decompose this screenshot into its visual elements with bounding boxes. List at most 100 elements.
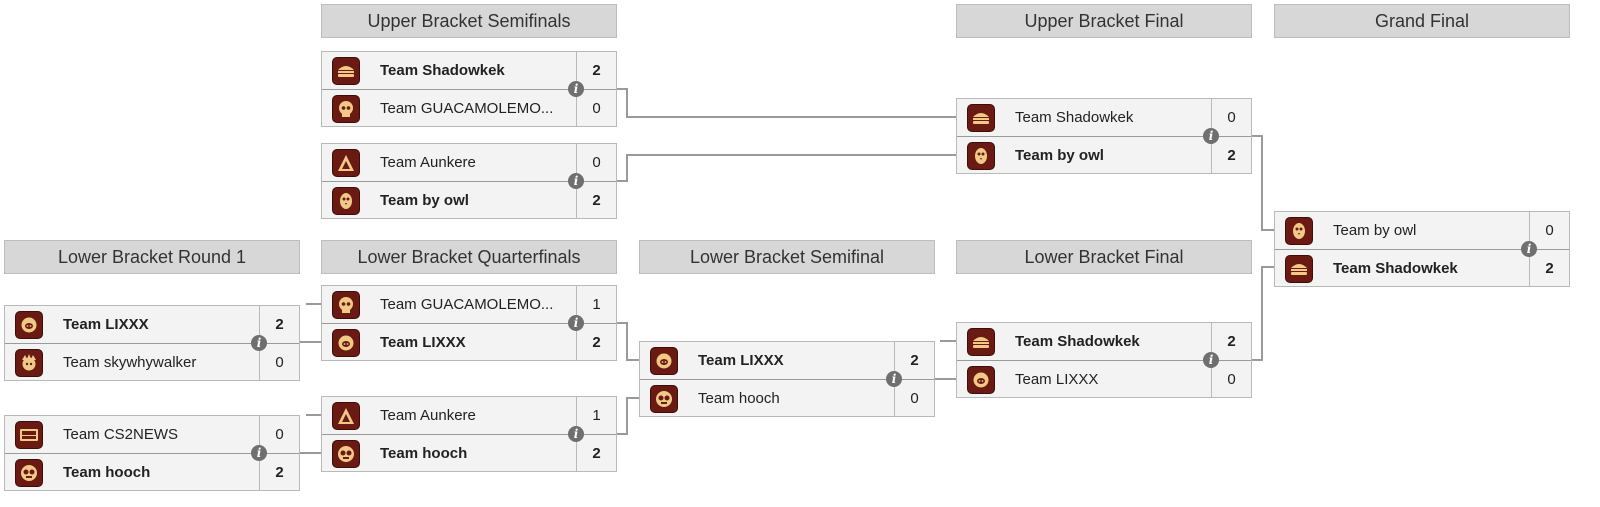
team-name: Team Shadowkek — [380, 62, 505, 79]
match-lb-quarterfinal-1[interactable]: Team GUACAMOLEMO... 1 Team LIXXX 2 i — [321, 285, 617, 361]
owl-logo-icon — [332, 186, 360, 215]
team-name: Team by owl — [1015, 147, 1104, 164]
team-name: Team hooch — [380, 445, 468, 462]
team-score: 2 — [259, 306, 299, 343]
match-lb-quarterfinal-2[interactable]: Team Aunkere 1 Team hooch 2 i — [321, 396, 617, 472]
row-divider — [5, 453, 299, 454]
triangle-logo-icon — [332, 401, 360, 430]
match-lb-round1-b[interactable]: Team CS2NEWS 0 Team hooch 2 i — [4, 415, 300, 491]
info-icon[interactable]: i — [251, 335, 267, 351]
team-row-top[interactable]: Team Aunkere 0 — [322, 144, 616, 181]
team-row-bottom[interactable]: Team LIXXX 0 — [957, 361, 1251, 398]
info-icon[interactable]: i — [886, 371, 902, 387]
team-row-top[interactable]: Team CS2NEWS 0 — [5, 416, 299, 453]
team-row-bottom[interactable]: Team by owl 2 — [322, 182, 616, 219]
match-lb-round1-a[interactable]: Team LIXXX 2 Team skywhywalker 0 i — [4, 305, 300, 381]
team-score: 0 — [259, 344, 299, 381]
team-row-bottom[interactable]: Team by owl 2 — [957, 137, 1251, 174]
team-row-bottom[interactable]: Team hooch 0 — [640, 380, 934, 417]
team-score: 2 — [576, 324, 616, 361]
team-row-top[interactable]: Team Shadowkek 2 — [957, 323, 1251, 360]
info-icon[interactable]: i — [1521, 241, 1537, 257]
pig-logo-icon — [15, 310, 43, 339]
team-row-bottom[interactable]: Team GUACAMOLEMO... 0 — [322, 90, 616, 127]
team-name: Team by owl — [380, 192, 469, 209]
round-header-lb-final: Lower Bracket Final — [956, 240, 1252, 274]
team-row-top[interactable]: Team Shadowkek 2 — [322, 52, 616, 89]
triangle-logo-icon — [332, 148, 360, 177]
team-row-top[interactable]: Team by owl 0 — [1275, 212, 1569, 249]
team-score: 0 — [1529, 212, 1569, 249]
round-header-lb-round1: Lower Bracket Round 1 — [4, 240, 300, 274]
row-divider — [322, 323, 616, 324]
connector-lbqf1-lbsf — [617, 322, 639, 361]
burger-logo-icon — [967, 327, 995, 356]
team-score: 1 — [576, 397, 616, 434]
team-name: Team hooch — [698, 390, 780, 407]
row-divider — [322, 89, 616, 90]
info-icon[interactable]: i — [568, 426, 584, 442]
match-lb-final[interactable]: Team Shadowkek 2 Team LIXXX 0 i — [956, 322, 1252, 398]
row-divider — [957, 136, 1251, 137]
match-ub-final[interactable]: Team Shadowkek 0 Team by owl 2 i — [956, 98, 1252, 174]
team-row-bottom[interactable]: Team hooch 2 — [5, 454, 299, 491]
row-divider — [640, 379, 934, 380]
team-score: 2 — [1211, 137, 1251, 174]
team-name: Team Shadowkek — [1333, 260, 1458, 277]
pig-logo-icon — [650, 346, 678, 375]
info-icon[interactable]: i — [568, 173, 584, 189]
row-divider — [322, 181, 616, 182]
team-name: Team GUACAMOLEMO... — [380, 100, 554, 117]
team-name: Team hooch — [63, 464, 151, 481]
goggles-logo-icon — [332, 439, 360, 468]
match-ub-semifinal-1[interactable]: Team Shadowkek 2 Team GUACAMOLEMO... 0 i — [321, 51, 617, 127]
team-name: Team LIXXX — [380, 334, 466, 351]
team-score: 2 — [576, 182, 616, 219]
team-row-top[interactable]: Team LIXXX 2 — [5, 306, 299, 343]
connector-ubf-gf — [1252, 135, 1274, 231]
round-header-ub-semis: Upper Bracket Semifinals — [321, 4, 617, 38]
face-logo-icon — [15, 348, 43, 377]
team-row-bottom[interactable]: Team hooch 2 — [322, 435, 616, 472]
team-row-bottom[interactable]: Team skywhywalker 0 — [5, 344, 299, 381]
row-divider — [5, 343, 299, 344]
row-divider — [957, 360, 1251, 361]
info-icon[interactable]: i — [568, 81, 584, 97]
round-header-grand-final: Grand Final — [1274, 4, 1570, 38]
burger-logo-icon — [967, 103, 995, 132]
match-grand-final[interactable]: Team by owl 0 Team Shadowkek 2 i — [1274, 211, 1570, 287]
pig-logo-icon — [967, 365, 995, 394]
team-name: Team LIXXX — [1015, 371, 1099, 388]
team-name: Team Aunkere — [380, 154, 476, 171]
round-header-ub-final: Upper Bracket Final — [956, 4, 1252, 38]
team-row-top[interactable]: Team LIXXX 2 — [640, 342, 934, 379]
match-lb-semifinal[interactable]: Team LIXXX 2 Team hooch 0 i — [639, 341, 935, 417]
team-name: Team skywhywalker — [63, 354, 197, 371]
team-score: 2 — [576, 435, 616, 472]
goggles-logo-icon — [15, 458, 43, 487]
team-row-top[interactable]: Team Shadowkek 0 — [957, 99, 1251, 136]
team-row-top[interactable]: Team Aunkere 1 — [322, 397, 616, 434]
connector-lbf-gf — [1252, 266, 1274, 361]
team-score: 0 — [1211, 99, 1251, 136]
team-score: 0 — [1211, 361, 1251, 398]
team-score: 0 — [894, 380, 934, 417]
team-row-bottom[interactable]: Team Shadowkek 2 — [1275, 250, 1569, 287]
connector-ubs2-ubf — [617, 154, 956, 182]
cs2news-logo-icon — [15, 420, 43, 449]
info-icon[interactable]: i — [568, 315, 584, 331]
row-divider — [1275, 249, 1569, 250]
pig-logo-icon — [332, 328, 360, 357]
team-score: 1 — [576, 286, 616, 323]
team-name: Team LIXXX — [63, 316, 149, 333]
info-icon[interactable]: i — [1203, 352, 1219, 368]
team-row-top[interactable]: Team GUACAMOLEMO... 1 — [322, 286, 616, 323]
burger-logo-icon — [1285, 254, 1313, 283]
match-ub-semifinal-2[interactable]: Team Aunkere 0 Team by owl 2 i — [321, 143, 617, 219]
info-icon[interactable]: i — [251, 445, 267, 461]
team-name: Team Aunkere — [380, 407, 476, 424]
round-header-lb-quarterfinals: Lower Bracket Quarterfinals — [321, 240, 617, 274]
team-name: Team GUACAMOLEMO... — [380, 296, 554, 313]
info-icon[interactable]: i — [1203, 128, 1219, 144]
team-row-bottom[interactable]: Team LIXXX 2 — [322, 324, 616, 361]
